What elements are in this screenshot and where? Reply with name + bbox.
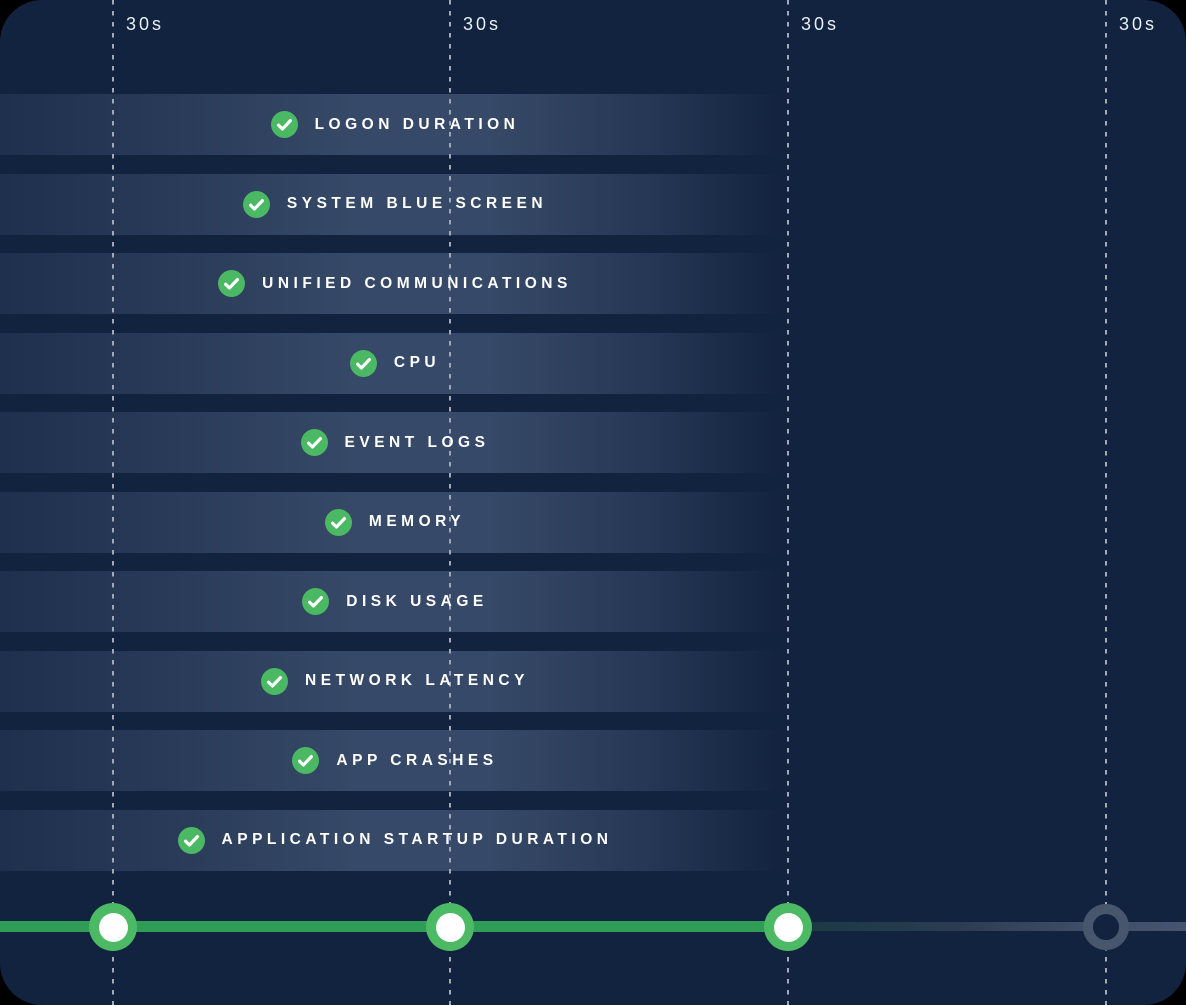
metric-row: UNIFIED COMMUNICATIONS bbox=[0, 253, 790, 314]
metric-rows: LOGON DURATION SYSTEM BLUE SCREEN UNIFIE… bbox=[0, 94, 790, 871]
timeline-node-pending bbox=[1083, 904, 1129, 950]
metric-row: EVENT LOGS bbox=[0, 412, 790, 473]
check-icon bbox=[300, 429, 328, 456]
metric-row: LOGON DURATION bbox=[0, 94, 790, 155]
interval-gridline bbox=[787, 0, 789, 1005]
metric-label: MEMORY bbox=[368, 513, 466, 530]
metric-label: CPU bbox=[393, 354, 441, 371]
metric-row: DISK USAGE bbox=[0, 571, 790, 632]
metric-row: APP CRASHES bbox=[0, 730, 790, 791]
metric-label: UNIFIED COMMUNICATIONS bbox=[262, 274, 572, 292]
timeline-progress bbox=[0, 921, 806, 932]
metric-label: SYSTEM BLUE SCREEN bbox=[286, 195, 548, 212]
metric-label: APPLICATION STARTUP DURATION bbox=[221, 831, 613, 848]
timeline-node-center bbox=[98, 912, 128, 942]
timeline-track-future bbox=[806, 922, 1186, 931]
timeline-node-completed bbox=[89, 903, 137, 951]
metric-label: EVENT LOGS bbox=[344, 433, 490, 451]
check-icon bbox=[242, 190, 270, 218]
timeline-node-center bbox=[773, 912, 803, 942]
metric-row: CPU bbox=[0, 332, 790, 394]
timeline-node-completed bbox=[764, 903, 812, 951]
check-icon bbox=[270, 111, 298, 138]
metric-row: SYSTEM BLUE SCREEN bbox=[0, 173, 790, 235]
metric-row: MEMORY bbox=[0, 491, 790, 553]
interval-gridline bbox=[449, 0, 451, 1005]
interval-label: 30s bbox=[1119, 14, 1158, 34]
metric-label: NETWORK LATENCY bbox=[305, 672, 529, 689]
interval-label: 30s bbox=[126, 14, 165, 34]
metric-label: APP CRASHES bbox=[336, 751, 498, 769]
metric-row: NETWORK LATENCY bbox=[0, 650, 790, 712]
check-icon bbox=[218, 270, 246, 297]
interval-gridline bbox=[1105, 0, 1107, 1005]
metric-row: APPLICATION STARTUP DURATION bbox=[0, 809, 790, 871]
check-icon bbox=[177, 826, 205, 854]
check-icon bbox=[324, 508, 352, 536]
timeline-node-completed bbox=[426, 903, 474, 951]
metric-label: LOGON DURATION bbox=[314, 115, 520, 133]
check-icon bbox=[349, 349, 377, 377]
timeline-node-center bbox=[435, 912, 465, 942]
interval-gridline bbox=[112, 0, 114, 1005]
interval-label: 30s bbox=[463, 14, 502, 34]
check-icon bbox=[302, 588, 330, 615]
interval-label: 30s bbox=[801, 14, 840, 34]
check-icon bbox=[261, 667, 289, 695]
check-icon bbox=[292, 747, 320, 774]
metric-label: DISK USAGE bbox=[346, 592, 488, 610]
